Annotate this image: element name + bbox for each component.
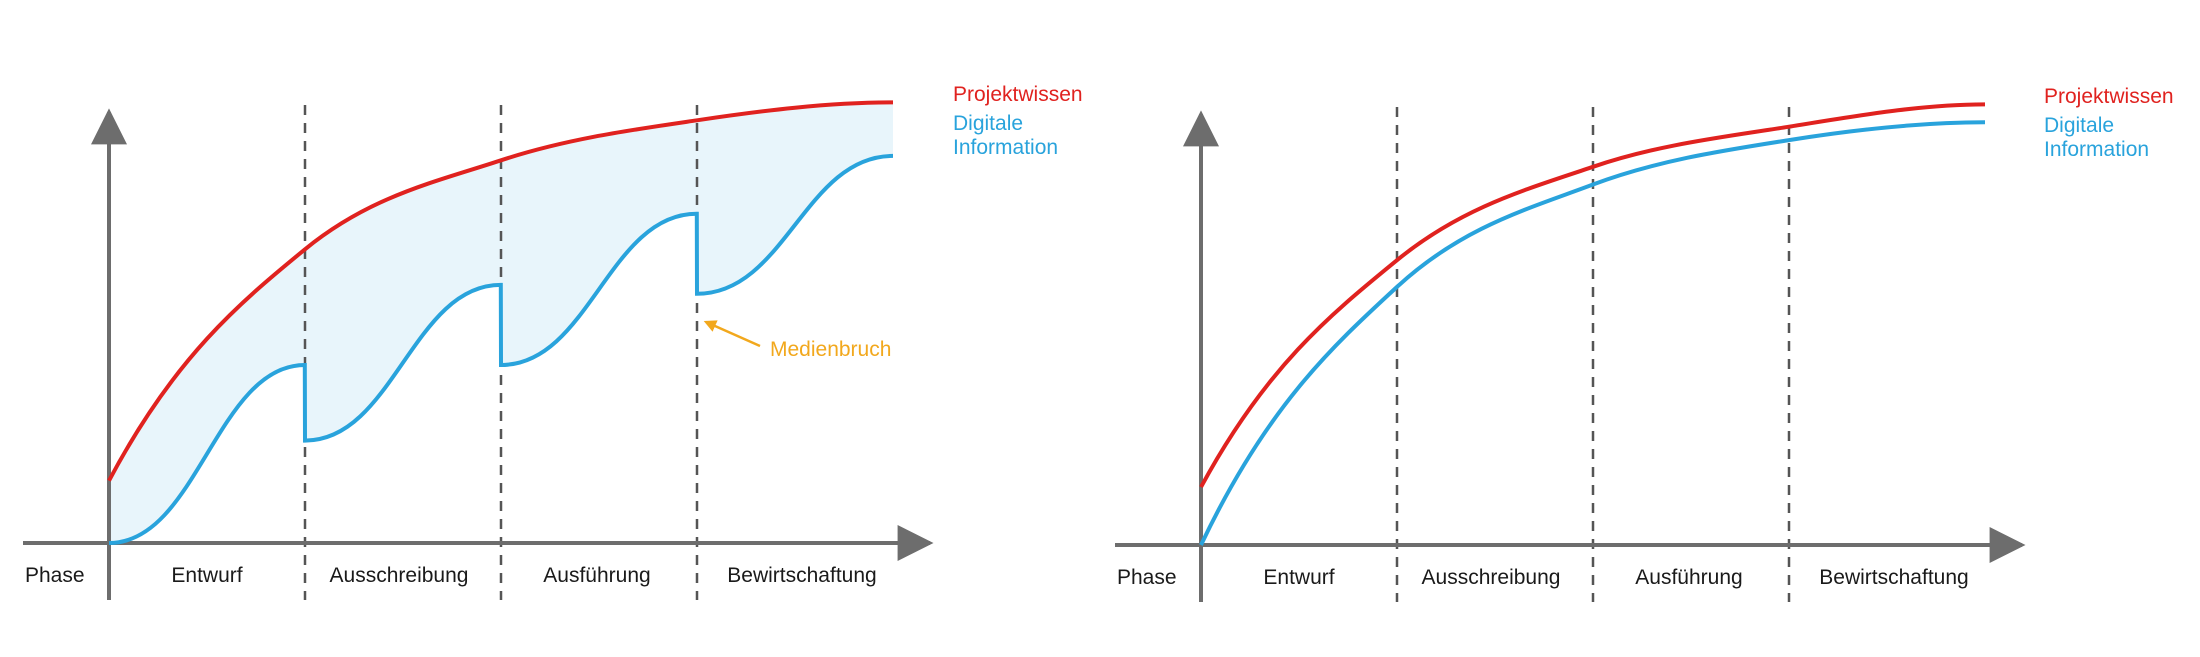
legend-projektwissen: Projektwissen (2044, 85, 2174, 108)
phase-label: Bewirtschaftung (727, 564, 876, 587)
axis-label-phase: Phase (25, 564, 85, 587)
chart-right: Phase Entwurf Ausschreibung Ausführung B… (1115, 85, 2174, 602)
legend-projektwissen: Projektwissen (953, 83, 1083, 106)
series-line-digitale-information (1199, 120, 1986, 546)
axis-label-phase: Phase (1117, 566, 1177, 589)
phase-label: Ausführung (543, 564, 650, 587)
phase-label: Ausschreibung (330, 564, 469, 587)
series-line-projektwissen (107, 100, 894, 482)
legend-digitale-information: Digitale Information (2044, 114, 2149, 161)
phase-label: Entwurf (1263, 566, 1334, 589)
annotation-medienbruch: Medienbruch (770, 338, 891, 361)
phase-label: Bewirtschaftung (1819, 566, 1968, 589)
phase-label: Ausschreibung (1422, 566, 1561, 589)
legend-digitale-information: Digitale Information (953, 112, 1058, 159)
phase-label: Entwurf (171, 564, 242, 587)
annotation-arrow (703, 320, 761, 348)
chart-left: Phase Entwurf Ausschreibung Ausführung B… (23, 83, 1083, 600)
series-line-digitale-information (108, 153, 894, 545)
series-line-projektwissen (1199, 102, 1986, 489)
phase-label: Ausführung (1635, 566, 1742, 589)
